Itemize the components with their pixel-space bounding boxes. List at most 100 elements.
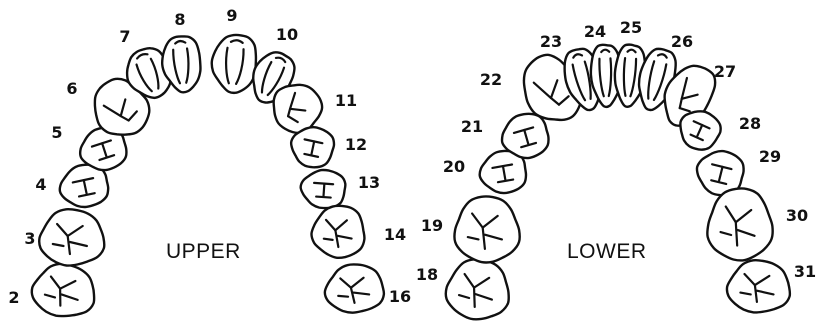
tooth-31 [725, 258, 792, 314]
tooth-23-groove [572, 53, 584, 59]
tooth-23-groove [571, 63, 587, 102]
tooth-31-groove [755, 289, 775, 296]
tooth-31-outline [725, 258, 792, 314]
tooth-9-groove [224, 46, 230, 85]
tooth-29-groove [710, 179, 728, 186]
tooth-3-groove [51, 242, 65, 248]
tooth-27-groove [680, 93, 699, 100]
tooth-11-groove [288, 107, 307, 112]
tooth-8-outline [160, 35, 202, 94]
tooth-25-groove [626, 48, 637, 54]
tooth-9-groove [229, 39, 244, 44]
tooth-13-groove [322, 182, 326, 197]
tooth-3-groove [66, 234, 71, 256]
tooth-25-groove [629, 57, 638, 98]
tooth-number-4: 4 [35, 175, 46, 194]
tooth-19-groove [466, 236, 480, 241]
tooth-number-22: 22 [480, 70, 502, 89]
tooth-7-groove [136, 53, 149, 60]
tooth-10-groove [274, 56, 287, 64]
tooth-3-groove [68, 240, 88, 248]
tooth-14-groove [336, 234, 353, 240]
tooth-16-outline [323, 263, 386, 314]
tooth-number-31: 31 [794, 262, 816, 281]
tooth-25-groove [622, 57, 627, 97]
tooth-30 [706, 187, 774, 262]
tooth-number-14: 14 [384, 225, 406, 244]
tooth-13 [299, 168, 347, 210]
upper-arch-label: UPPER [166, 240, 241, 263]
tooth-27-groove [678, 107, 691, 113]
tooth-number-16: 16 [389, 287, 411, 306]
tooth-3 [38, 207, 106, 267]
tooth-28-groove [689, 133, 704, 142]
tooth-2-groove [60, 293, 79, 301]
tooth-9-groove [234, 48, 245, 85]
tooth-4-groove [77, 192, 96, 198]
tooth-22-groove [549, 79, 559, 100]
tooth-6-groove [127, 110, 138, 122]
tooth-8-groove [174, 39, 187, 45]
tooth-number-7: 7 [119, 27, 130, 46]
tooth-2 [30, 262, 96, 318]
tooth-4-groove [82, 179, 88, 195]
tooth-14-outline [310, 204, 366, 260]
tooth-20-groove [496, 178, 515, 184]
tooth-16 [323, 263, 386, 314]
tooth-28 [679, 110, 722, 151]
tooth-10-groove [260, 60, 273, 94]
tooth-11 [272, 83, 324, 135]
tooth-24-groove [600, 48, 611, 54]
tooth-13-outline [299, 168, 347, 210]
tooth-24 [589, 43, 623, 109]
tooth-16-groove [349, 286, 356, 304]
tooth-number-19: 19 [421, 216, 443, 235]
tooth-6 [93, 77, 151, 136]
tooth-number-24: 24 [584, 22, 606, 41]
tooth-18 [444, 258, 510, 321]
tooth-number-5: 5 [51, 123, 62, 142]
tooth-14 [310, 204, 366, 260]
tooth-18-groove [457, 293, 471, 300]
tooth-18-outline [444, 258, 510, 321]
tooth-19-groove [481, 226, 486, 250]
tooth-7-groove [135, 63, 153, 93]
tooth-19-outline [453, 195, 521, 264]
tooth-7-outline [125, 47, 172, 100]
tooth-19 [453, 195, 521, 264]
tooth-number-26: 26 [671, 32, 693, 51]
tooth-number-27: 27 [714, 62, 736, 81]
tooth-21-groove [520, 141, 538, 149]
tooth-18-groove [472, 286, 476, 309]
tooth-number-29: 29 [759, 147, 781, 166]
tooth-26-groove [647, 60, 656, 100]
tooth-16-groove [352, 291, 371, 296]
tooth-number-18: 18 [416, 265, 438, 284]
tooth-30-outline [706, 187, 774, 262]
tooth-28-groove [696, 123, 704, 138]
tooth-5-groove [98, 154, 116, 162]
tooth-21 [500, 112, 550, 160]
tooth-12 [289, 125, 336, 169]
tooth-10-groove [266, 66, 286, 97]
tooth-8 [160, 35, 202, 94]
tooth-number-21: 21 [461, 117, 483, 136]
tooth-22-groove [557, 95, 570, 106]
tooth-25-outline [613, 43, 647, 108]
lower-arch-label: LOWER [567, 240, 647, 263]
tooth-number-13: 13 [358, 173, 380, 192]
tooth-number-12: 12 [345, 135, 367, 154]
tooth-number-23: 23 [540, 32, 562, 51]
tooth-2-groove [43, 293, 57, 299]
tooth-number-11: 11 [335, 91, 357, 110]
tooth-6-outline [93, 77, 151, 136]
tooth-14-groove [322, 237, 334, 241]
tooth-21-groove [523, 128, 530, 145]
tooth-20-groove [501, 164, 507, 181]
tooth-4 [58, 163, 110, 209]
tooth-5-groove [101, 142, 108, 158]
tooth-30-groove [734, 221, 739, 247]
tooth-number-25: 25 [620, 18, 642, 37]
